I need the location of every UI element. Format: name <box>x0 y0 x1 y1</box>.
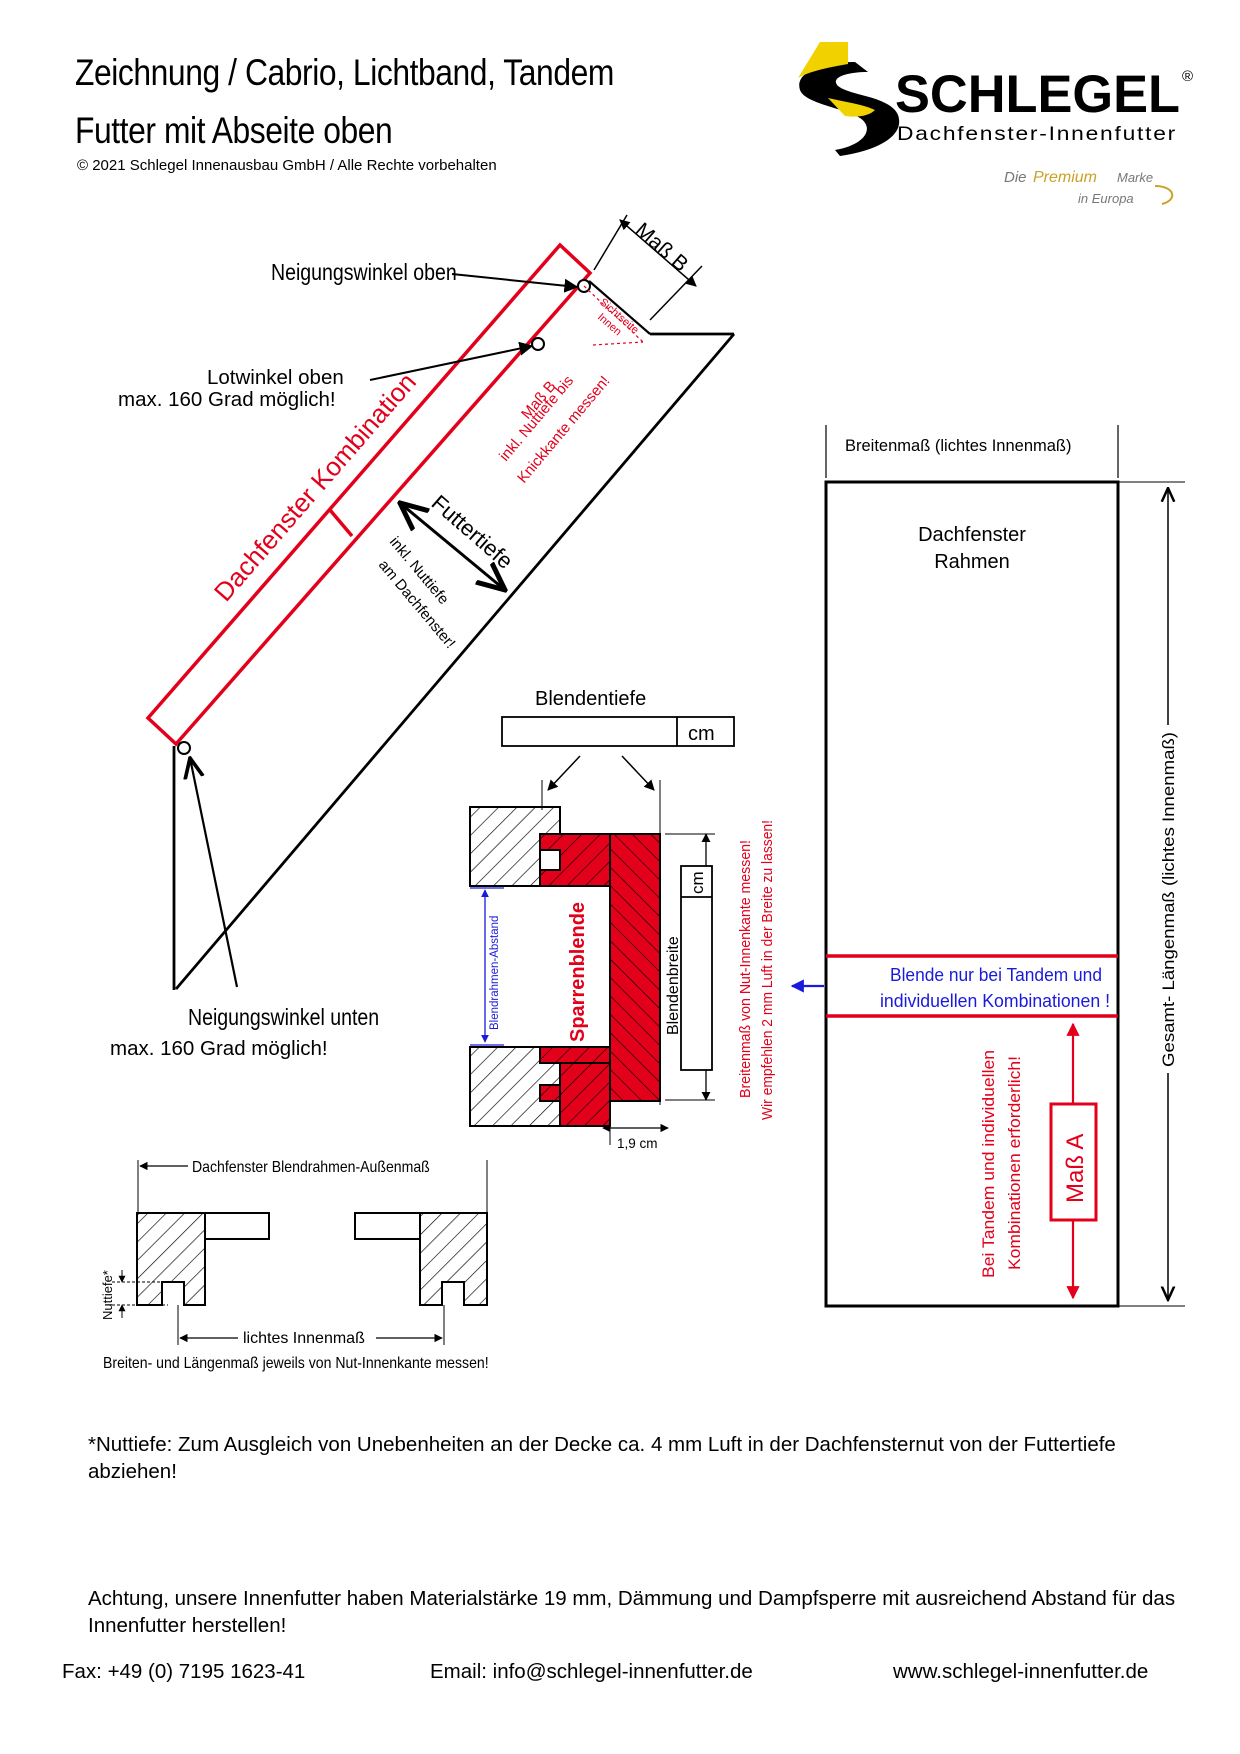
breite-note-2: Wir empfehlen 2 mm Luft in der Breite zu… <box>759 820 776 1120</box>
breite-note-1: Breitenmaß von Nut-Innenkante messen! <box>737 840 754 1098</box>
blende-detail: Blendentiefe cm Mittlere Sparrenblende B… <box>469 688 776 1151</box>
tagline-die: Die <box>1004 169 1027 186</box>
mass-a-input-box[interactable] <box>1049 1102 1098 1222</box>
neigung-unten-max: max. 160 Grad möglich! <box>110 1037 328 1060</box>
profile-note: Breiten- und Längenmaß jeweils von Nut-I… <box>103 1354 489 1372</box>
blendenbreite-label: Blendenbreite <box>665 936 682 1035</box>
tagline-marke: Marke <box>1117 170 1153 185</box>
logo-yellow-icon <box>798 42 848 78</box>
pivot-lot-icon <box>531 337 545 351</box>
lotwinkel-label: Lotwinkel oben <box>207 366 344 389</box>
rahmen-line1: Dachfenster <box>918 524 1026 546</box>
lotwinkel-max: max. 160 Grad möglich! <box>118 388 336 411</box>
pivot-bottom-icon <box>177 741 191 755</box>
mass-a-label: Maß A <box>1062 1134 1089 1203</box>
tandem-note-1: Bei Tandem und individuellen <box>979 1050 998 1278</box>
blende-note-2: individuellen Kombinationen ! <box>880 990 1110 1011</box>
mass-b-label: Maß B <box>631 218 693 276</box>
profile-detail: Dachfenster Blendrahmen-Außenmaß Nuttief… <box>100 1158 489 1372</box>
copyright: © 2021 Schlegel Innenausbau GmbH / Alle … <box>77 157 497 174</box>
blendenbreite-input-box[interactable] <box>680 865 713 1071</box>
aussenmass-label: Dachfenster Blendrahmen-Außenmaß <box>192 1158 430 1176</box>
sparrenblende-label: Sparrenblende <box>567 902 589 1042</box>
mittlere-label: Mittlere <box>538 934 560 1005</box>
neigung-unten-label: Neigungswinkel unten <box>188 1005 379 1031</box>
abstand-label: Blendrahmen-Abstand <box>489 916 501 1030</box>
schlegel-logo: SCHLEGEL ® Dachfenster-Innenfutter Die P… <box>798 42 1193 206</box>
rahmen-line2: Rahmen <box>934 551 1010 573</box>
footer-fax: Fax: +49 (0) 7195 1623-41 <box>62 1660 306 1683</box>
dachfenster-rahmen <box>824 480 1120 1308</box>
dachfenster-kombination-frame <box>145 242 593 747</box>
logo-subline: Dachfenster-Innenfutter <box>897 123 1177 145</box>
breitenmass-label: Breitenmaß (lichtes Innenmaß) <box>845 437 1072 455</box>
tagline-europa: in Europa <box>1078 191 1134 206</box>
nuttiefe-note: *Nuttiefe: Zum Ausgleich von Unebenheite… <box>88 1433 1116 1483</box>
nuttiefe-label: Nuttiefe* <box>100 1270 115 1320</box>
achtung-note: Achtung, unsere Innenfutter haben Materi… <box>88 1587 1176 1637</box>
neigung-oben-label: Neigungswinkel oben <box>271 260 457 286</box>
footer-email[interactable]: Email: info@schlegel-innenfutter.de <box>430 1660 753 1683</box>
blendentiefe-input-box[interactable] <box>501 716 735 747</box>
blendenbreite-unit: cm <box>688 871 707 894</box>
blendentiefe-unit: cm <box>688 723 715 745</box>
frame-detail: Breitenmaß (lichtes Innenmaß) Dachfenste… <box>790 425 1185 1308</box>
logo-brand: SCHLEGEL <box>895 65 1180 124</box>
blende-note-1: Blende nur bei Tandem und <box>890 964 1102 985</box>
title-line-1: Zeichnung / Cabrio, Lichtband, Tandem <box>75 52 614 93</box>
tagline-premium: Premium <box>1033 169 1097 186</box>
logo-registered: ® <box>1182 68 1193 85</box>
tagline-swirl-icon <box>1154 185 1174 205</box>
tandem-note-2: Kombinationen erforderlich! <box>1005 1056 1024 1270</box>
blendentiefe-label: Blendentiefe <box>535 688 646 710</box>
laengenmass-label: Gesamt- Längenmaß (lichtes Innenmaß) <box>1159 732 1178 1067</box>
title-line-2: Futter mit Abseite oben <box>75 110 393 151</box>
innenmass-label: lichtes Innenmaß <box>243 1330 365 1347</box>
footer-website[interactable]: www.schlegel-innenfutter.de <box>893 1660 1149 1683</box>
thickness-label: 1,9 cm <box>617 1136 658 1151</box>
